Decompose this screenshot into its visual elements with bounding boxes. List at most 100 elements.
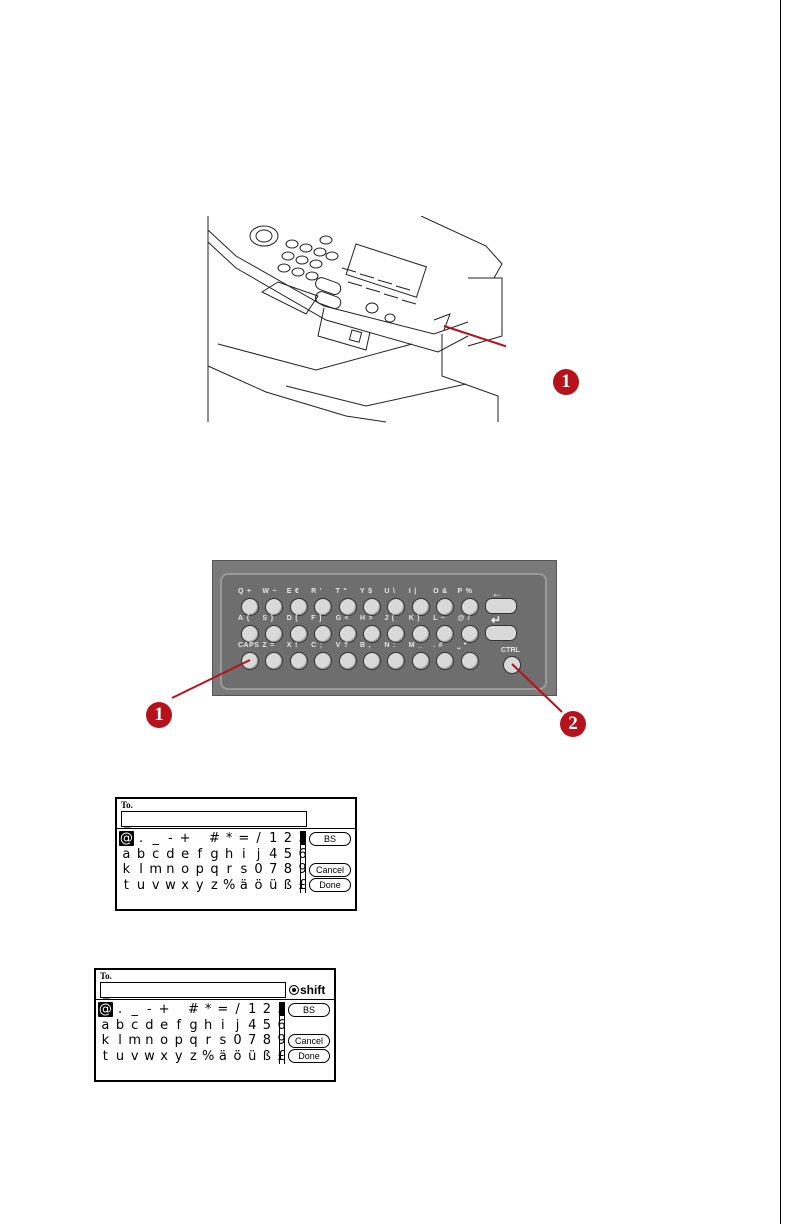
key-button[interactable]: [241, 598, 259, 616]
backspace-key[interactable]: [485, 598, 517, 614]
character-key[interactable]: 8: [262, 1033, 272, 1049]
keyboard-key[interactable]: Z=: [262, 642, 286, 672]
character-key[interactable]: p: [195, 862, 204, 878]
keyboard-key[interactable]: R': [311, 588, 335, 618]
key-button[interactable]: [289, 625, 308, 643]
keyboard-key[interactable]: Q+: [238, 588, 262, 618]
character-key[interactable]: ß: [262, 1048, 271, 1064]
key-button[interactable]: [411, 598, 430, 616]
done-button[interactable]: Done: [309, 878, 351, 892]
character-key[interactable]: 5: [283, 846, 293, 862]
key-button[interactable]: [265, 598, 284, 616]
character-key[interactable]: 8: [283, 862, 293, 878]
character-key[interactable]: x: [160, 1048, 168, 1064]
keyboard-key[interactable]: N:: [384, 642, 408, 672]
key-button[interactable]: [362, 652, 381, 670]
keyboard-key[interactable]: W~: [262, 588, 286, 618]
keyboard-key[interactable]: J(: [384, 615, 408, 645]
character-key[interactable]: x: [181, 877, 189, 893]
character-key[interactable]: _: [131, 1002, 138, 1018]
key-button[interactable]: [289, 598, 308, 616]
character-key[interactable]: a: [122, 846, 131, 862]
character-key[interactable]: q: [189, 1033, 198, 1049]
keyboard-key[interactable]: G<: [336, 615, 360, 645]
selected-character-key[interactable]: @: [98, 1002, 113, 1018]
character-key[interactable]: s: [219, 1033, 227, 1049]
key-button[interactable]: [387, 598, 406, 616]
character-key[interactable]: t: [102, 1048, 108, 1064]
keyboard-key[interactable]: ⎵*: [458, 642, 482, 672]
bs-button[interactable]: BS: [309, 832, 351, 846]
key-button[interactable]: [411, 652, 430, 670]
character-key[interactable]: s: [240, 862, 248, 878]
character-key[interactable]: e: [181, 846, 190, 862]
keyboard-key[interactable]: B,: [360, 642, 384, 672]
character-key[interactable]: d: [166, 846, 175, 862]
character-key[interactable]: ß: [283, 877, 292, 893]
key-button[interactable]: [241, 625, 259, 643]
keyboard-key[interactable]: I|: [409, 588, 433, 618]
key-button[interactable]: [314, 652, 333, 670]
character-key[interactable]: o: [160, 1033, 169, 1049]
character-key[interactable]: f: [197, 846, 203, 862]
key-button[interactable]: [436, 652, 455, 670]
character-key[interactable]: n: [166, 862, 175, 878]
character-key[interactable]: f: [176, 1017, 182, 1033]
key-button[interactable]: [289, 652, 308, 670]
key-button[interactable]: [460, 598, 479, 616]
character-key[interactable]: w: [165, 877, 176, 893]
keyboard-key[interactable]: .#: [433, 642, 457, 672]
character-key[interactable]: m: [149, 862, 163, 878]
keyboard-key[interactable]: M_: [409, 642, 433, 672]
character-key[interactable]: .: [117, 1002, 123, 1018]
key-button[interactable]: [314, 598, 333, 616]
character-key[interactable]: ä: [239, 877, 248, 893]
done-button[interactable]: Done: [288, 1049, 330, 1063]
character-key[interactable]: .: [138, 831, 144, 847]
character-key[interactable]: c: [131, 1017, 139, 1033]
character-key[interactable]: k: [122, 862, 131, 878]
character-key[interactable]: h: [204, 1017, 213, 1033]
character-key[interactable]: /: [256, 831, 261, 847]
character-key[interactable]: +: [179, 831, 191, 847]
key-button[interactable]: [387, 652, 406, 670]
character-key[interactable]: b: [136, 846, 146, 862]
character-key[interactable]: £: [298, 877, 307, 893]
key-button[interactable]: [436, 625, 455, 643]
character-key[interactable]: ö: [254, 877, 263, 893]
key-button[interactable]: [314, 625, 333, 643]
keyboard-key[interactable]: E€: [287, 588, 311, 618]
character-key[interactable]: i: [242, 846, 246, 862]
character-key[interactable]: 1: [269, 831, 278, 847]
key-button[interactable]: [411, 625, 430, 643]
keyboard-key[interactable]: K): [409, 615, 433, 645]
character-key[interactable]: 0: [254, 862, 263, 878]
character-key[interactable]: l: [118, 1033, 122, 1049]
key-button[interactable]: [338, 625, 357, 643]
keyboard-key[interactable]: C;: [311, 642, 335, 672]
character-key[interactable]: q: [210, 862, 219, 878]
character-key[interactable]: 1: [248, 1002, 257, 1018]
selected-character-key[interactable]: @: [119, 831, 134, 847]
character-key[interactable]: ü: [269, 877, 278, 893]
keyboard-key[interactable]: V?: [336, 642, 360, 672]
character-key[interactable]: u: [136, 877, 146, 893]
character-key[interactable]: ä: [218, 1048, 227, 1064]
character-key[interactable]: n: [145, 1033, 154, 1049]
key-button[interactable]: [265, 652, 284, 670]
character-key[interactable]: o: [181, 862, 190, 878]
keyboard-key[interactable]: U\: [384, 588, 408, 618]
character-key[interactable]: +: [158, 1002, 170, 1018]
cancel-button[interactable]: Cancel: [309, 863, 351, 877]
keyboard-key[interactable]: H>: [360, 615, 384, 645]
character-key[interactable]: k: [101, 1033, 110, 1049]
character-key[interactable]: 9: [298, 862, 307, 878]
keyboard-key[interactable]: F]: [311, 615, 335, 645]
character-key[interactable]: 7: [248, 1033, 257, 1049]
character-key[interactable]: 4: [269, 846, 278, 862]
keyboard-key[interactable]: L~: [433, 615, 457, 645]
keyboard-key[interactable]: A{: [238, 615, 262, 645]
character-key[interactable]: ö: [233, 1048, 242, 1064]
grid-scrollbar[interactable]: [279, 1002, 285, 1064]
key-button[interactable]: [362, 625, 381, 643]
